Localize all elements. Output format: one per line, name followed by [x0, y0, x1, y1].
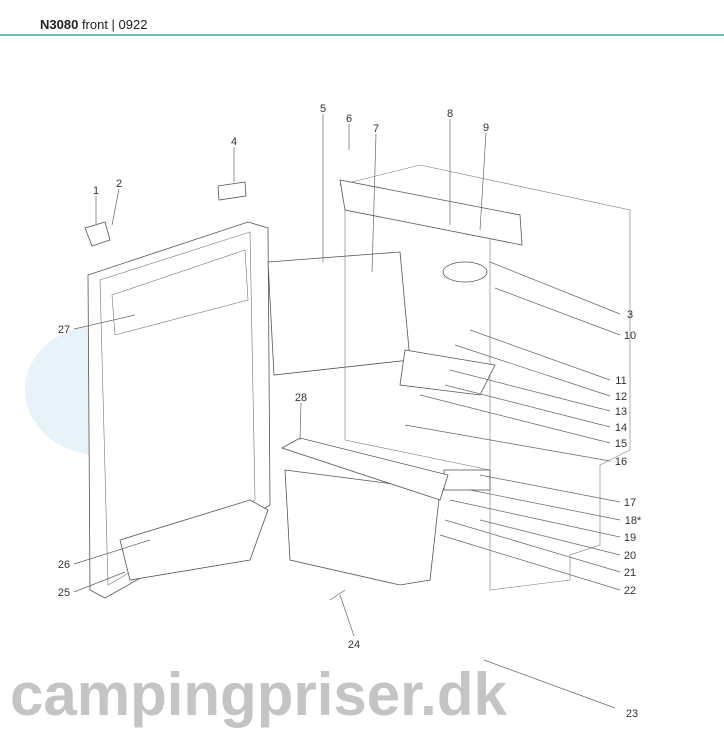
- part-label-12[interactable]: 12: [615, 391, 627, 403]
- part-label-15[interactable]: 15: [615, 438, 627, 450]
- part-label-2[interactable]: 2: [116, 178, 122, 190]
- part-label-4[interactable]: 4: [231, 136, 237, 148]
- part-labels: 1 2 4 5 6 7 8 9 3 10 11 12 13 14 15 16 1…: [58, 103, 642, 720]
- watermark-text: campingpriser.dk: [10, 661, 507, 728]
- part-label-17[interactable]: 17: [624, 497, 636, 509]
- leader-lines: [73, 114, 621, 637]
- part-label-20[interactable]: 20: [624, 550, 636, 562]
- part-label-25[interactable]: 25: [58, 587, 70, 599]
- cabinet-drawing: [338, 164, 631, 591]
- view-label: front | 0922: [81, 17, 148, 32]
- part-label-10[interactable]: 10: [624, 330, 636, 342]
- part-label-7[interactable]: 7: [373, 123, 379, 135]
- part-label-6[interactable]: 6: [346, 113, 352, 125]
- part-label-11[interactable]: 11: [615, 375, 626, 387]
- part-label-19[interactable]: 19: [624, 532, 636, 544]
- part-label-16[interactable]: 16: [615, 456, 627, 468]
- part-label-5[interactable]: 5: [320, 103, 326, 115]
- part-label-8[interactable]: 8: [447, 108, 453, 120]
- header-divider: [0, 34, 724, 36]
- part-label-23[interactable]: 23: [626, 708, 638, 720]
- part-label-27[interactable]: 27: [58, 324, 70, 336]
- page-header: N3080 front | 0922: [40, 17, 147, 32]
- part-label-22[interactable]: 22: [624, 585, 636, 597]
- part-label-1[interactable]: 1: [93, 185, 99, 197]
- part-label-24[interactable]: 24: [348, 639, 360, 651]
- part-label-14[interactable]: 14: [615, 422, 627, 434]
- part-label-13[interactable]: 13: [615, 406, 627, 418]
- door-drawing: [84, 181, 271, 599]
- part-label-18[interactable]: 18*: [625, 515, 642, 527]
- crisper-drawer-drawing: [281, 437, 449, 586]
- part-label-28[interactable]: 28: [295, 392, 307, 404]
- part-5-drawing: [267, 251, 411, 376]
- part-label-9[interactable]: 9: [483, 122, 489, 134]
- part-23-24-drawing: [329, 589, 616, 709]
- part-label-21[interactable]: 21: [624, 567, 636, 579]
- part-label-3[interactable]: 3: [627, 309, 633, 321]
- part-label-26[interactable]: 26: [58, 559, 70, 571]
- model-number: N3080: [40, 17, 79, 32]
